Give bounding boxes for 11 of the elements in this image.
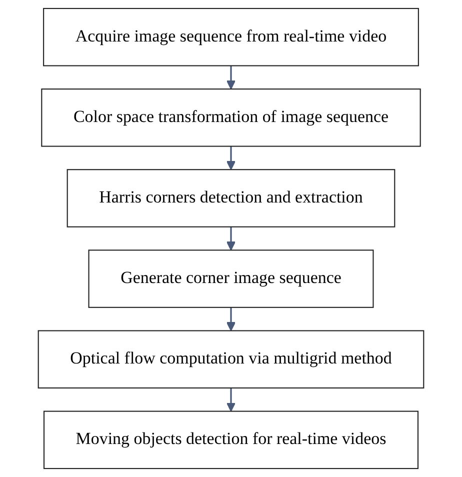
node-box: Color space transformation of image sequence <box>41 88 421 147</box>
node-box: Optical flow computation via multigrid method <box>38 330 424 388</box>
node-box: Moving objects detection for real-time videos <box>43 410 419 470</box>
node-box: Acquire image sequence from real-time video <box>43 8 419 66</box>
arrow <box>226 226 236 251</box>
node-box: Harris corners detection and extraction <box>66 169 396 228</box>
arrow <box>226 388 236 412</box>
arrow <box>226 146 236 170</box>
node-box: Generate corner image sequence <box>88 250 374 308</box>
arrow <box>226 66 236 90</box>
arrow <box>226 307 236 332</box>
